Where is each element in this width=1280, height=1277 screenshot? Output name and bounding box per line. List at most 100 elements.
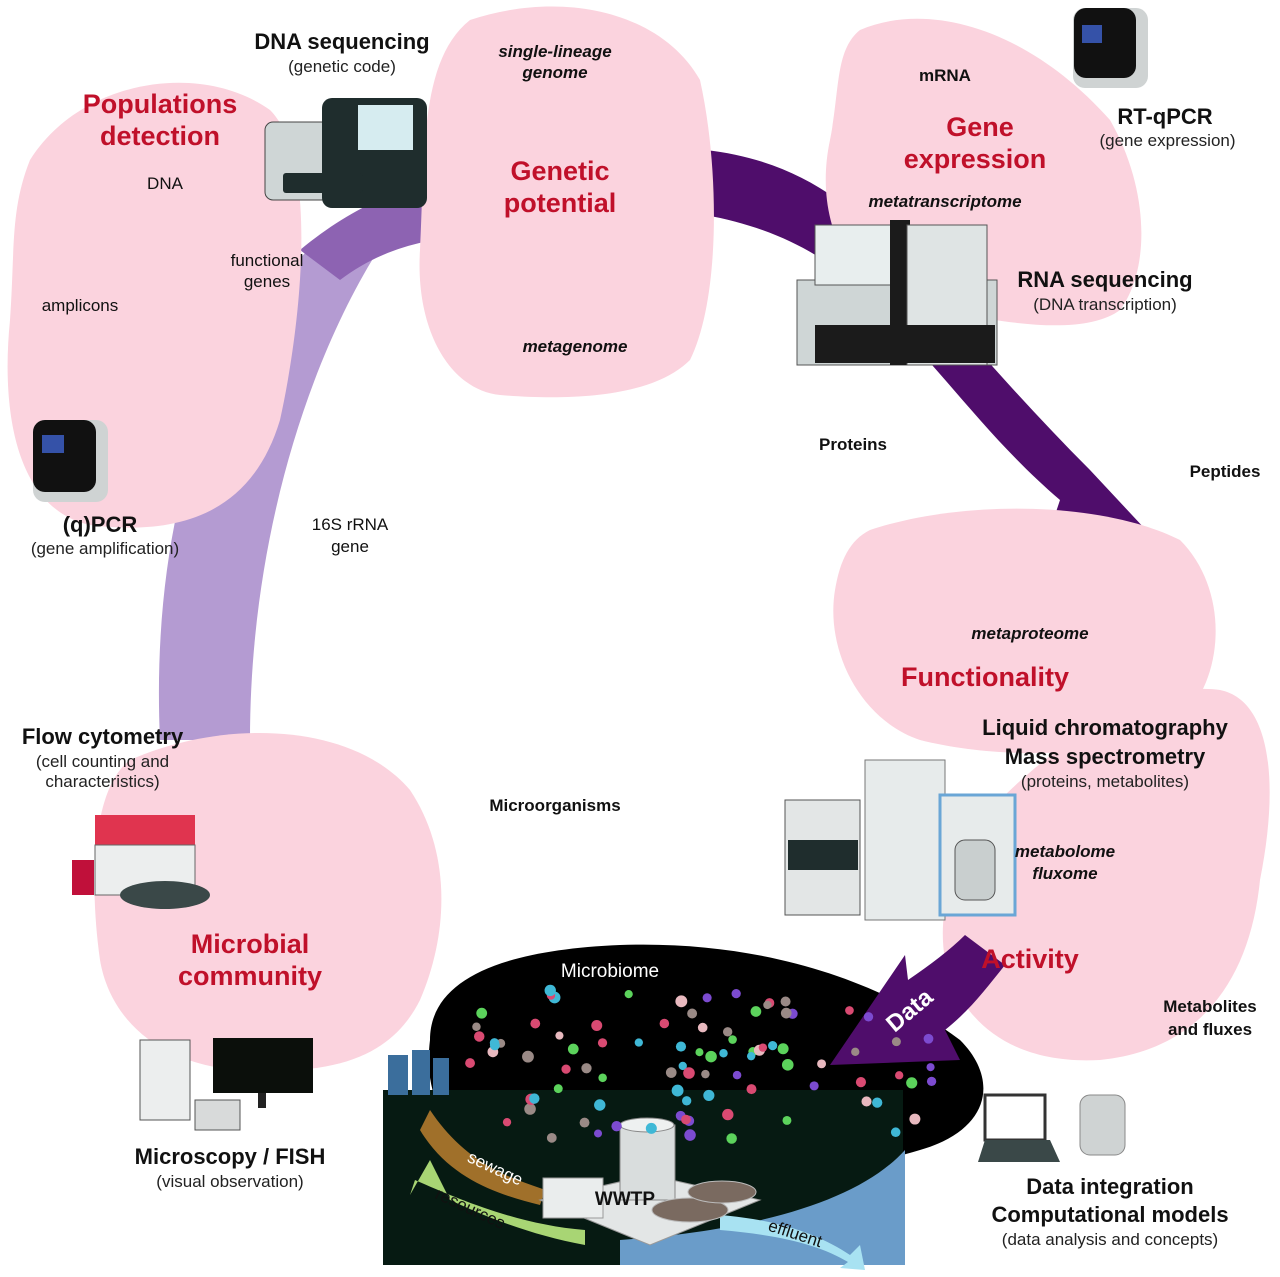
microbe-cell — [634, 1038, 643, 1047]
genetic-title-l2: potential — [503, 188, 617, 218]
microbiome-title: Microbiome — [560, 961, 660, 982]
microbe-cell — [890, 1127, 901, 1137]
microbe-cell — [681, 1114, 691, 1125]
metabolites-l2: and fluxes — [1167, 1020, 1253, 1039]
lcms-l1: Liquid chromatography — [982, 715, 1228, 740]
microbe-cell — [746, 1084, 757, 1095]
microbe-cell — [489, 1038, 500, 1048]
flow-title: Flow cytometry — [21, 724, 184, 749]
microbe-cell — [683, 1067, 695, 1079]
rt-qpcr-icon — [1073, 8, 1148, 88]
microbe-cell — [529, 1093, 540, 1104]
microbe-cell — [544, 984, 556, 997]
populations-blob — [7, 82, 302, 528]
genetic-blob — [419, 6, 714, 398]
rrna-l2: gene — [331, 537, 369, 556]
sewage-arrow — [420, 1110, 545, 1205]
microbe-cell — [722, 1108, 734, 1121]
microbe-cell — [597, 1038, 608, 1048]
microbe-cell — [926, 1063, 935, 1072]
microbe-cell — [855, 1077, 867, 1088]
data-integration-l2: Computational models — [991, 1202, 1229, 1227]
genetic-title-l1: Genetic — [510, 156, 610, 186]
microbe-cell — [780, 1007, 792, 1019]
functional-genes-l1: functional — [230, 251, 304, 270]
microorganisms-label: Microorganisms — [489, 796, 621, 815]
microbe-cell — [763, 1000, 772, 1010]
microbe-cell — [732, 1070, 742, 1080]
microbe-cell — [895, 1071, 904, 1080]
populations-title-l2: detection — [99, 121, 220, 151]
microbe-cell — [705, 1050, 717, 1063]
lcms-sub: (proteins, metabolites) — [1020, 772, 1190, 791]
rna-seq-title: RNA sequencing — [1017, 267, 1193, 292]
microbe-cell — [675, 1041, 687, 1052]
amplicons-label: amplicons — [41, 296, 119, 315]
microbe-cell — [594, 1129, 603, 1138]
microbe-cell — [594, 1099, 606, 1111]
microbe-cell — [591, 1020, 603, 1031]
microbe-cell — [781, 1059, 794, 1071]
activity-title: Activity — [981, 944, 1079, 974]
microbe-cell — [923, 1033, 934, 1044]
rna-sequencer-icon — [796, 220, 998, 366]
microbe-cell — [598, 1073, 607, 1083]
metabolites-l1: Metabolites — [1163, 997, 1257, 1016]
microbe-cell — [697, 1022, 708, 1033]
functional-genes-l2: genes — [243, 272, 291, 291]
microbe-cell — [546, 1132, 557, 1143]
qpcr-title: (q)PCR — [62, 512, 138, 537]
microbial-title-l1: Microbial — [190, 929, 310, 959]
proteins-label: Proteins — [818, 435, 888, 454]
microbe-cell — [906, 1077, 918, 1089]
functionality-title: Functionality — [901, 662, 1069, 692]
single-lineage-l2: genome — [522, 63, 588, 82]
microbe-cell — [476, 1007, 488, 1019]
microbe-cell — [851, 1047, 860, 1056]
microbe-cell — [758, 1043, 768, 1052]
microbe-cell — [695, 1048, 704, 1057]
microbe-cell — [465, 1058, 475, 1068]
data-integration-l1: Data integration — [1026, 1174, 1194, 1199]
microbe-cell — [659, 1018, 670, 1029]
microbiome-cells — [465, 984, 937, 1144]
microbe-cell — [872, 1097, 883, 1108]
flow-sub-l2: characteristics) — [45, 772, 160, 791]
microbe-cell — [722, 1027, 733, 1037]
microbe-cell — [750, 1006, 762, 1017]
microbe-cell — [624, 990, 633, 999]
activity-blob — [942, 688, 1270, 1061]
microbe-cell — [474, 1031, 485, 1042]
microbe-cell — [926, 1076, 937, 1087]
microbe-cell — [678, 1061, 687, 1071]
cycle-arrow — [158, 225, 395, 740]
functionality-blob — [833, 508, 1216, 754]
microbe-cell — [472, 1022, 481, 1032]
microbe-cell — [817, 1059, 827, 1069]
peptides-label: Peptides — [1189, 462, 1261, 481]
water — [620, 1150, 905, 1265]
microbe-cell — [524, 1103, 536, 1115]
microbe-cell — [780, 996, 791, 1007]
lcms-icon — [784, 759, 1017, 921]
metaproteome-label: metaproteome — [971, 624, 1089, 643]
microbe-cell — [845, 1006, 854, 1015]
microbe-cell — [777, 1043, 789, 1055]
microbe-cell — [645, 1122, 657, 1134]
microbe-cell — [675, 995, 688, 1008]
gene-expr-title-l2: expression — [903, 144, 1047, 174]
metabolome-label: metabolome — [1014, 842, 1116, 861]
microbe-cell — [891, 1037, 901, 1047]
flow-sub-l1: (cell counting and — [35, 752, 170, 771]
wwtp-label: WWTP — [594, 1189, 656, 1210]
microbe-cell — [530, 1018, 541, 1029]
microbe-cell — [611, 1120, 622, 1132]
effluent-arrow — [720, 1215, 865, 1270]
rna-seq-sub: (DNA transcription) — [1033, 295, 1177, 314]
rtqpcr-sub: (gene expression) — [1099, 131, 1236, 150]
microbe-cell — [719, 1048, 728, 1058]
dna-seq-sub: (genetic code) — [288, 57, 396, 76]
rrna-l1: 16S rRNA — [311, 515, 389, 534]
microbe-cell — [861, 1096, 872, 1107]
